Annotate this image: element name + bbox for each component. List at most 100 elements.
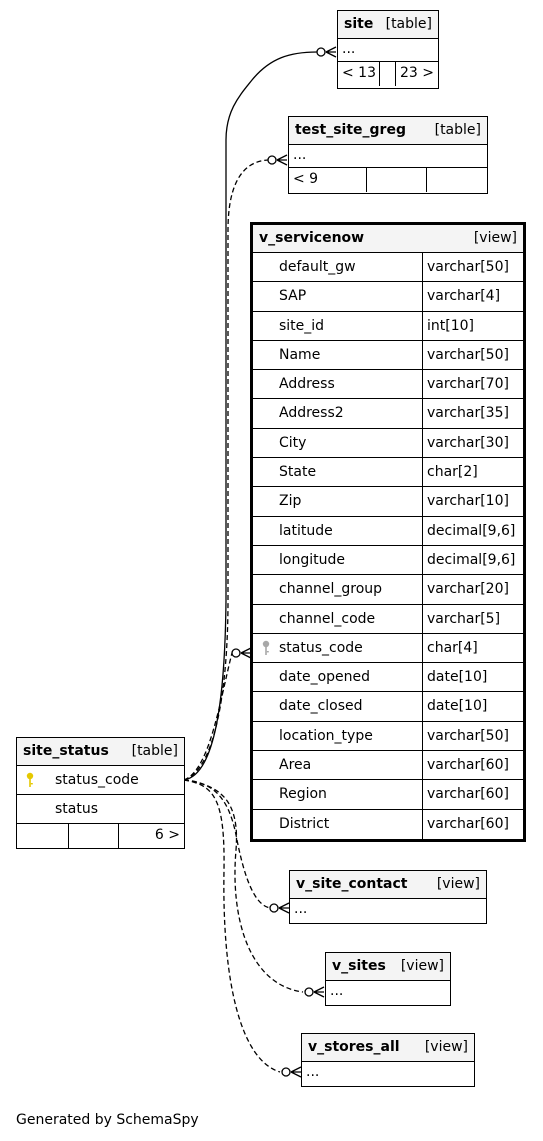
edge-end-circle	[316, 47, 326, 57]
column-type: date[10]	[427, 669, 488, 686]
column-name: Area	[279, 757, 312, 774]
column-row[interactable]: Area varchar[60]	[253, 751, 523, 781]
column-type: decimal[9,6]	[427, 551, 516, 568]
table-kind: [table]	[385, 16, 432, 32]
nav-prev[interactable]: < 9	[289, 168, 367, 192]
column-name-cell: Area	[253, 751, 423, 780]
column-name-cell: Zip	[253, 487, 423, 516]
column-name: site_id	[279, 317, 325, 334]
crowfoot-icon	[278, 902, 290, 914]
column-row[interactable]: SAP varchar[4]	[253, 282, 523, 312]
column-name: City	[279, 434, 307, 451]
table-name: v_stores_all	[308, 1039, 400, 1055]
crowfoot-icon	[240, 647, 252, 659]
column-name-cell: location_type	[253, 721, 423, 751]
table-test-site-greg[interactable]: test_site_greg [table] ... < 9	[288, 116, 488, 194]
column-name: State	[279, 464, 317, 481]
crowfoot-icon	[313, 986, 325, 998]
column-name: date_closed	[279, 698, 363, 715]
nav-next[interactable]: 6 >	[154, 827, 180, 843]
column-name-cell: date_closed	[253, 692, 423, 721]
nav-next[interactable]: 23 >	[400, 65, 434, 81]
crowfoot-icon	[276, 154, 288, 166]
column-row[interactable]: default_gw varchar[50]	[253, 253, 523, 283]
column-type: varchar[30]	[427, 434, 509, 451]
column-name: latitude	[279, 522, 333, 539]
column-name-cell: channel_code	[253, 604, 423, 633]
column-row[interactable]: Region varchar[60]	[253, 780, 523, 810]
column-name-cell: State	[253, 458, 423, 487]
column-row[interactable]: status_code	[17, 766, 184, 795]
column-name: SAP	[279, 288, 307, 305]
column-name: longitude	[279, 551, 345, 568]
column-name-cell: Region	[253, 780, 423, 809]
column-type: varchar[60]	[427, 757, 509, 774]
column-row[interactable]: date_closed date[10]	[253, 692, 523, 722]
table-site-status[interactable]: site_status [table] status_code status 6…	[16, 737, 185, 849]
table-name: test_site_greg	[295, 122, 406, 138]
table-kind: [table]	[434, 122, 481, 138]
column-name: Region	[279, 786, 327, 803]
table-nav: < 13 23 >	[338, 62, 438, 86]
column-type: varchar[60]	[427, 786, 509, 803]
table-header: site [table]	[338, 11, 438, 39]
table-name: site	[344, 16, 374, 32]
table-nav: 6 >	[17, 824, 184, 848]
column-name: Name	[279, 346, 321, 363]
column-name: Address	[279, 376, 335, 393]
nav-empty	[69, 824, 119, 848]
table-kind: [view]	[436, 876, 480, 892]
column-name: default_gw	[279, 259, 356, 275]
table-name: v_site_contact	[296, 876, 408, 892]
column-row[interactable]: status	[17, 795, 184, 824]
footer-text: Generated by SchemaSpy	[16, 1112, 199, 1128]
primary-key-icon	[25, 772, 35, 792]
column-name-cell: date_opened	[253, 663, 423, 692]
table-name: v_servicenow	[259, 230, 365, 246]
column-name-cell: Address	[253, 370, 423, 399]
table-name: v_sites	[332, 958, 386, 974]
column-list: default_gw varchar[50] SAP varchar[4] site_i…	[253, 253, 523, 839]
column-row[interactable]: City varchar[30]	[253, 428, 523, 459]
table-name: site_status	[23, 743, 109, 759]
table-v-site-contact[interactable]: v_site_contact [view] ...	[289, 870, 487, 924]
edge-site-status-to-v-servicenow	[183, 652, 233, 781]
table-v-stores-all[interactable]: v_stores_all [view] ...	[301, 1033, 475, 1087]
table-header: site_status [table]	[17, 738, 184, 766]
column-type: varchar[5]	[427, 610, 501, 627]
column-name-cell: SAP	[253, 282, 423, 311]
column-name-cell: District	[253, 809, 423, 839]
column-name-cell: channel_group	[253, 575, 423, 604]
column-name-cell: Address2	[253, 399, 423, 428]
ellipsis-row: ...	[294, 901, 308, 917]
edge-site-status-to-v-stores-all	[183, 779, 281, 1073]
column-name-cell: site_id	[253, 311, 423, 340]
edge-end-circle	[267, 155, 277, 165]
column-type: varchar[50]	[427, 727, 509, 744]
column-row[interactable]: longitude decimal[9,6]	[253, 545, 523, 576]
column-type: varchar[50]	[427, 259, 509, 275]
column-name: Address2	[279, 405, 344, 422]
column-type: date[10]	[427, 698, 488, 715]
column-name: status_code	[55, 772, 139, 788]
nav-prev[interactable]: < 13	[338, 62, 380, 86]
table-site[interactable]: site [table] ... < 13 23 >	[337, 10, 439, 89]
column-type: varchar[4]	[427, 288, 501, 305]
edge-end-circle	[231, 648, 241, 658]
table-v-sites[interactable]: v_sites [view] ...	[325, 952, 451, 1006]
column-type: varchar[10]	[427, 493, 509, 510]
